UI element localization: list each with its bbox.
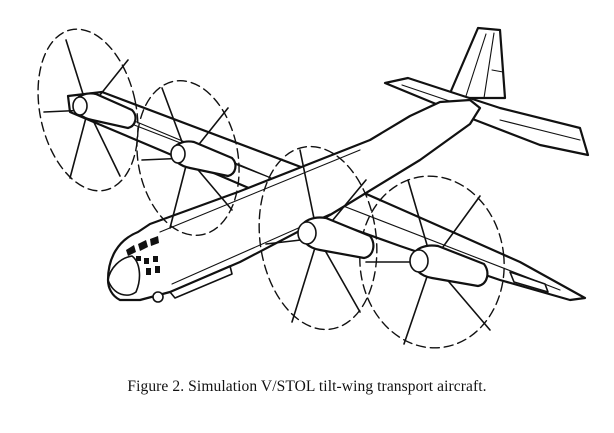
nacelle-2 xyxy=(170,140,237,178)
cockpit-windows xyxy=(126,236,160,275)
aircraft-illustration xyxy=(37,26,590,349)
nacelle-3 xyxy=(297,216,375,260)
nacelle-4 xyxy=(409,244,489,288)
vertical-tail xyxy=(446,26,507,100)
fuselage xyxy=(106,98,482,303)
nacelle-1 xyxy=(72,92,137,130)
horizontal-tail xyxy=(383,76,590,157)
figure-caption: Figure 2. Simulation V/STOL tilt-wing tr… xyxy=(127,378,487,395)
